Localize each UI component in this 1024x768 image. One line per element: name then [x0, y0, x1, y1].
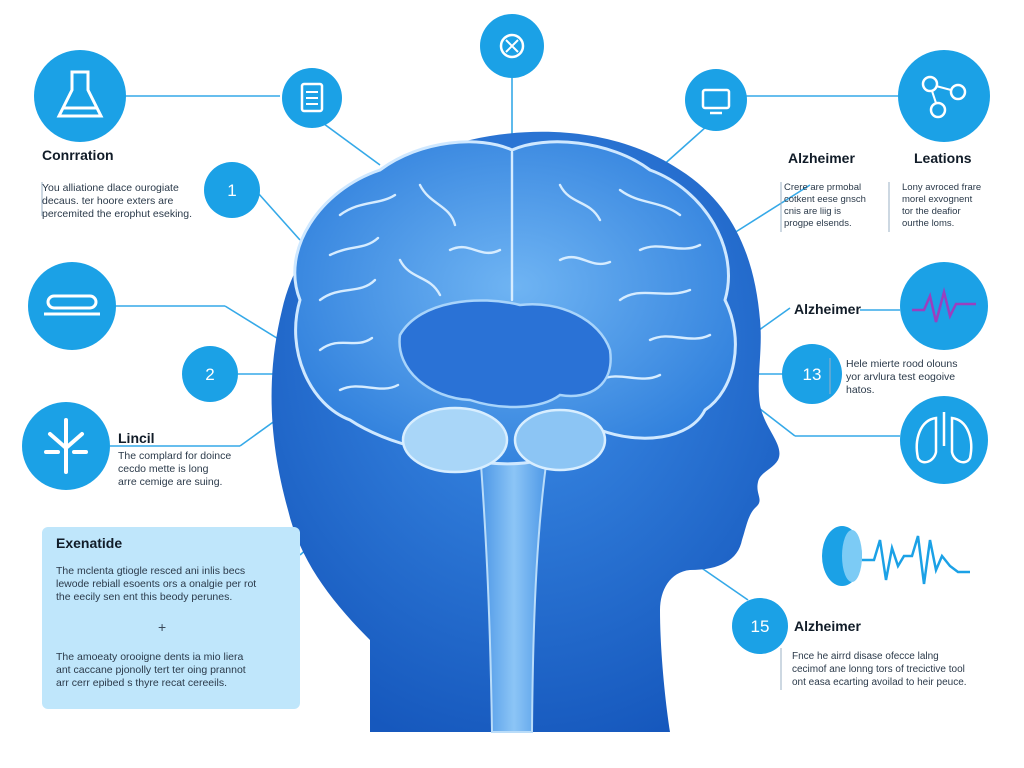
number-badge-13: 13	[782, 344, 842, 404]
exenatide-para-2: The amoeaty orooigne dents ia mio liera …	[56, 651, 292, 690]
lincil-text: The complard for doince cecdo mette is l…	[118, 450, 268, 489]
card-line: the eecily sen ent this beody perunes.	[56, 591, 233, 603]
lincil-line: cecdo mette is long	[118, 463, 209, 475]
alzheimer-bottom-text: Fnce he airrd disase ofecce lalng cecimo…	[792, 650, 1002, 689]
alzheimer-top-text: Crere are prmobal cotkent eese gnsch cni…	[784, 182, 888, 230]
item13-line: hatos.	[846, 384, 875, 396]
flask-icon	[34, 50, 126, 142]
alzheimer-top-line: cotkent eese gnsch	[784, 194, 866, 205]
text-brackets	[41, 182, 890, 690]
brain-icon	[480, 14, 544, 78]
card-line: The mclenta gtiogle resced ani inlis bec…	[56, 565, 246, 577]
card-line: The amoeaty orooigne dents ia mio liera	[56, 651, 244, 663]
brain-illustration	[293, 140, 737, 474]
waveform-icon	[28, 262, 116, 350]
contraction-title: Conrration	[42, 147, 114, 163]
lungs-icon	[900, 396, 988, 484]
number-badge-15: 15	[732, 598, 788, 654]
contraction-line: You alliatione dlace ourogiate	[42, 182, 179, 194]
item13-line: Hele mierte rood olouns	[846, 358, 958, 370]
contraction-text: You alliatione dlace ourogiate decaus. t…	[42, 182, 212, 221]
contraction-line: decaus. ter hoore exters are	[42, 195, 174, 207]
alzheimer-bottom-line: cecimof ane lonng tors of trecictive too…	[792, 664, 965, 675]
alzheimer-bottom-line: Fnce he airrd disase ofecce lalng	[792, 651, 939, 662]
document-icon	[282, 68, 342, 128]
alzheimer-top-line: progpe elsends.	[784, 218, 852, 229]
leations-title: Leations	[914, 150, 972, 166]
exenatide-card: Exenatide The mclenta gtiogle resced ani…	[42, 527, 300, 709]
number-2-label: 2	[205, 365, 214, 384]
item13-line: yor arvlura test eogoive	[846, 371, 956, 383]
alzheimer-bottom-line: ont easa ecarting avoilad to heir peuce.	[792, 677, 967, 688]
exenatide-para-1: The mclenta gtiogle resced ani inlis bec…	[56, 565, 292, 604]
molecule-icon	[898, 50, 990, 142]
alzheimer-top-line: cnis are liig is	[784, 206, 842, 217]
alzheimer-bottom-title: Alzheimer	[794, 618, 861, 634]
leations-line: tor the deafior	[902, 206, 961, 217]
card-line: lewode rebiall esoents ors a onalgie per…	[56, 578, 257, 590]
number-15-label: 15	[751, 617, 770, 636]
pulse-wave-icon	[900, 262, 988, 350]
card-line: arr cerr epibed s thyre recat cereeils.	[56, 677, 227, 689]
alzheimer-top-title: Alzheimer	[788, 150, 855, 166]
leations-line: morel exvognent	[902, 194, 973, 205]
number-badge-2: 2	[182, 346, 238, 402]
leations-text: Lony avroced frare morel exvognent tor t…	[902, 182, 1012, 230]
alzheimer-top-line: Crere are prmobal	[784, 182, 862, 193]
number-badge-1: 1	[204, 162, 260, 218]
leations-line: Lony avroced frare	[902, 182, 982, 193]
exenatide-title: Exenatide	[56, 535, 123, 551]
leations-line: ourthe loms.	[902, 218, 955, 229]
card-plus: +	[158, 619, 167, 635]
alzheimer-mid-title: Alzheimer	[794, 301, 861, 317]
lincil-title: Lincil	[118, 430, 155, 446]
card-line: ant caccane pjonolly tert ter oing prann…	[56, 664, 246, 676]
number-1-label: 1	[227, 181, 236, 200]
heartbeat-wave	[822, 526, 970, 586]
lincil-line: The complard for doince	[118, 450, 232, 462]
contraction-line: percemited the erophut eseking.	[42, 208, 193, 220]
monitor-icon	[685, 69, 747, 131]
lincil-line: arre cemige are suing.	[118, 476, 223, 488]
item13-text: Hele mierte rood olouns yor arvlura test…	[846, 358, 996, 397]
brain-stem	[478, 449, 550, 733]
neuron-icon	[22, 402, 110, 490]
number-13-label: 13	[803, 365, 822, 384]
